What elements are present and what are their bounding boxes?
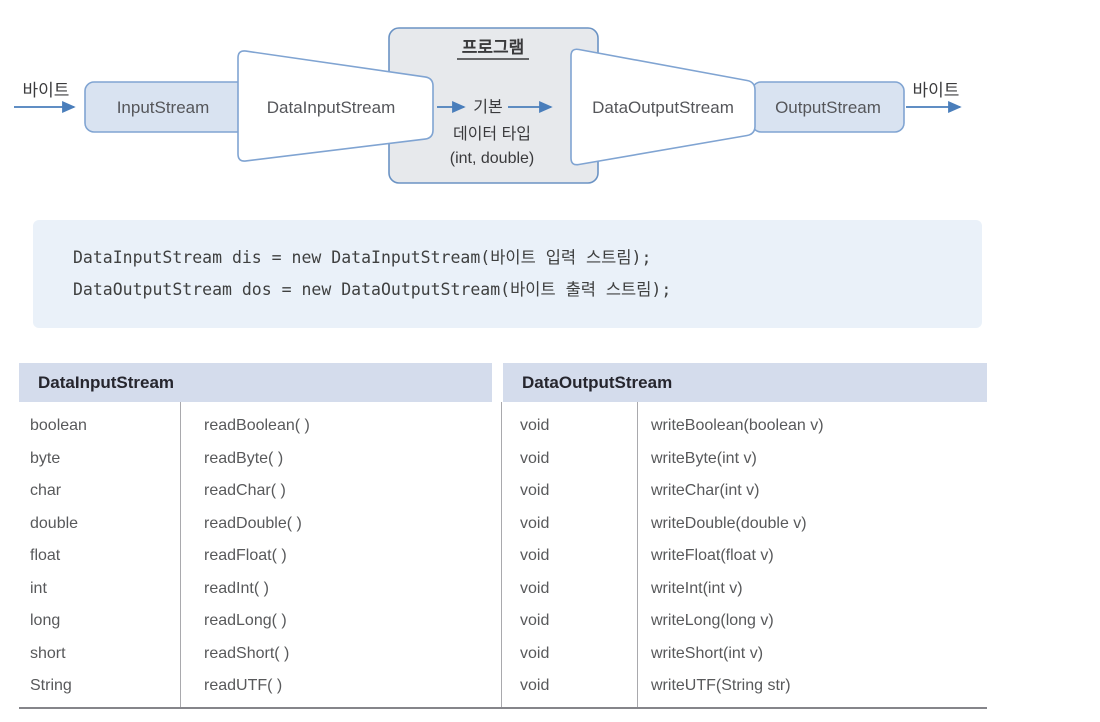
cell-method: readLong( ): [204, 612, 287, 630]
table-row: void writeLong(long v): [503, 605, 987, 638]
cell-method: readUTF( ): [204, 677, 283, 695]
data-output-stream-shape: [570, 48, 756, 166]
cell-method: writeUTF(String str): [651, 677, 791, 695]
table-row: void writeFloat(float v): [503, 540, 987, 573]
table-row: void writeUTF(String str): [503, 670, 987, 703]
cell-method: writeShort(int v): [651, 644, 764, 662]
cell-type: void: [520, 644, 550, 662]
cell-method: readBoolean( ): [204, 417, 310, 435]
table-row: int readInt( ): [19, 573, 492, 606]
cell-type: void: [520, 449, 550, 467]
code-line-output: DataOutputStream dos = new DataOutputStr…: [73, 280, 672, 299]
column-divider-right: [637, 402, 638, 707]
column-divider-left: [180, 402, 181, 707]
byte-label-left: 바이트: [23, 81, 70, 100]
cell-method: readInt( ): [204, 579, 269, 597]
table-row: void writeByte(int v): [503, 443, 987, 476]
cell-type: int: [30, 579, 47, 597]
cell-method: readFloat( ): [204, 547, 287, 565]
cell-method: readDouble( ): [204, 514, 302, 532]
table-left-half: boolean readBoolean( ) byte readByte( ) …: [19, 402, 492, 707]
cell-type: void: [520, 677, 550, 695]
program-title: 프로그램: [462, 38, 525, 57]
table-bottom-border: [19, 707, 987, 709]
table-row: double readDouble( ): [19, 508, 492, 541]
data-input-stream-shape: [237, 50, 434, 162]
table-row: long readLong( ): [19, 605, 492, 638]
table-body: boolean readBoolean( ) byte readByte( ) …: [19, 402, 987, 707]
cell-type: void: [520, 579, 550, 597]
stream-methods-table: DataInputStream DataOutputStream boolean…: [19, 363, 987, 709]
output-stream-label: OutputStream: [775, 98, 881, 117]
data-output-stream-label: DataOutputStream: [592, 98, 734, 117]
cell-type: byte: [30, 449, 61, 467]
table-row: float readFloat( ): [19, 540, 492, 573]
cell-type: void: [520, 417, 550, 435]
table-header-dataoutputstream: DataOutputStream: [503, 363, 987, 402]
table-row: short readShort( ): [19, 638, 492, 671]
table-header-gap: [492, 363, 503, 402]
cell-type: long: [30, 612, 61, 630]
cell-method: readChar( ): [204, 482, 286, 500]
cell-method: writeByte(int v): [651, 449, 757, 467]
table-row: void writeInt(int v): [503, 573, 987, 606]
cell-type: void: [520, 547, 550, 565]
table-row: void writeDouble(double v): [503, 508, 987, 541]
cell-type: boolean: [30, 417, 87, 435]
code-line-input: DataInputStream dis = new DataInputStrea…: [73, 248, 652, 267]
cell-method: readShort( ): [204, 644, 290, 662]
cell-type: short: [30, 644, 66, 662]
program-data-type-line3: (int, double): [450, 150, 535, 167]
code-snippet-box: DataInputStream dis = new DataInputStrea…: [33, 220, 982, 328]
table-row: String readUTF( ): [19, 670, 492, 703]
cell-type: String: [30, 677, 72, 695]
cell-type: void: [520, 482, 550, 500]
table-row: void writeBoolean(boolean v): [503, 410, 987, 443]
program-data-type-line2: 데이터 타입: [453, 125, 531, 143]
cell-type: void: [520, 514, 550, 532]
cell-method: writeLong(long v): [651, 612, 774, 630]
table-right-half: void writeBoolean(boolean v) void writeB…: [503, 402, 987, 707]
program-data-type-line1: 기본: [473, 98, 502, 116]
cell-type: double: [30, 514, 79, 532]
table-row: boolean readBoolean( ): [19, 410, 492, 443]
cell-method: writeFloat(float v): [651, 547, 774, 565]
cell-type: char: [30, 482, 62, 500]
table-row: char readChar( ): [19, 475, 492, 508]
table-row: void writeChar(int v): [503, 475, 987, 508]
table-header-row: DataInputStream DataOutputStream: [19, 363, 987, 402]
stream-flow-diagram: InputStream OutputStream DataInputStream…: [14, 27, 962, 184]
cell-type: float: [30, 547, 61, 565]
cell-method: writeBoolean(boolean v): [651, 417, 824, 435]
column-divider-middle: [501, 402, 502, 707]
table-header-datainputstream: DataInputStream: [19, 363, 492, 402]
cell-method: writeInt(int v): [651, 579, 743, 597]
data-input-stream-label: DataInputStream: [267, 98, 396, 117]
table-row: void writeShort(int v): [503, 638, 987, 671]
byte-label-right: 바이트: [913, 81, 960, 100]
cell-method: writeChar(int v): [651, 482, 760, 500]
cell-method: readByte( ): [204, 449, 284, 467]
cell-method: writeDouble(double v): [651, 514, 807, 532]
cell-type: void: [520, 612, 550, 630]
table-row: byte readByte( ): [19, 443, 492, 476]
input-stream-label: InputStream: [117, 98, 210, 117]
